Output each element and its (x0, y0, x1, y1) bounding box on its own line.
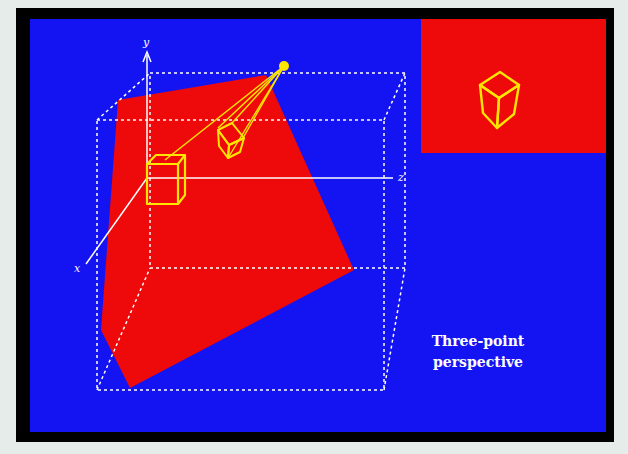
screen-ground (30, 19, 606, 432)
picture-plane (101, 75, 354, 388)
axis-label: x (74, 263, 80, 274)
axis-label: z (398, 172, 404, 183)
axis-label: y (143, 37, 149, 48)
eye-point (279, 61, 289, 71)
projection-rays (165, 66, 284, 160)
cube (147, 155, 185, 204)
projected-cube (218, 123, 244, 158)
inset-view (421, 19, 606, 153)
axes (86, 52, 393, 264)
caption: Three-point perspective (422, 331, 534, 373)
frame (16, 8, 614, 442)
inset-cube (480, 72, 519, 128)
